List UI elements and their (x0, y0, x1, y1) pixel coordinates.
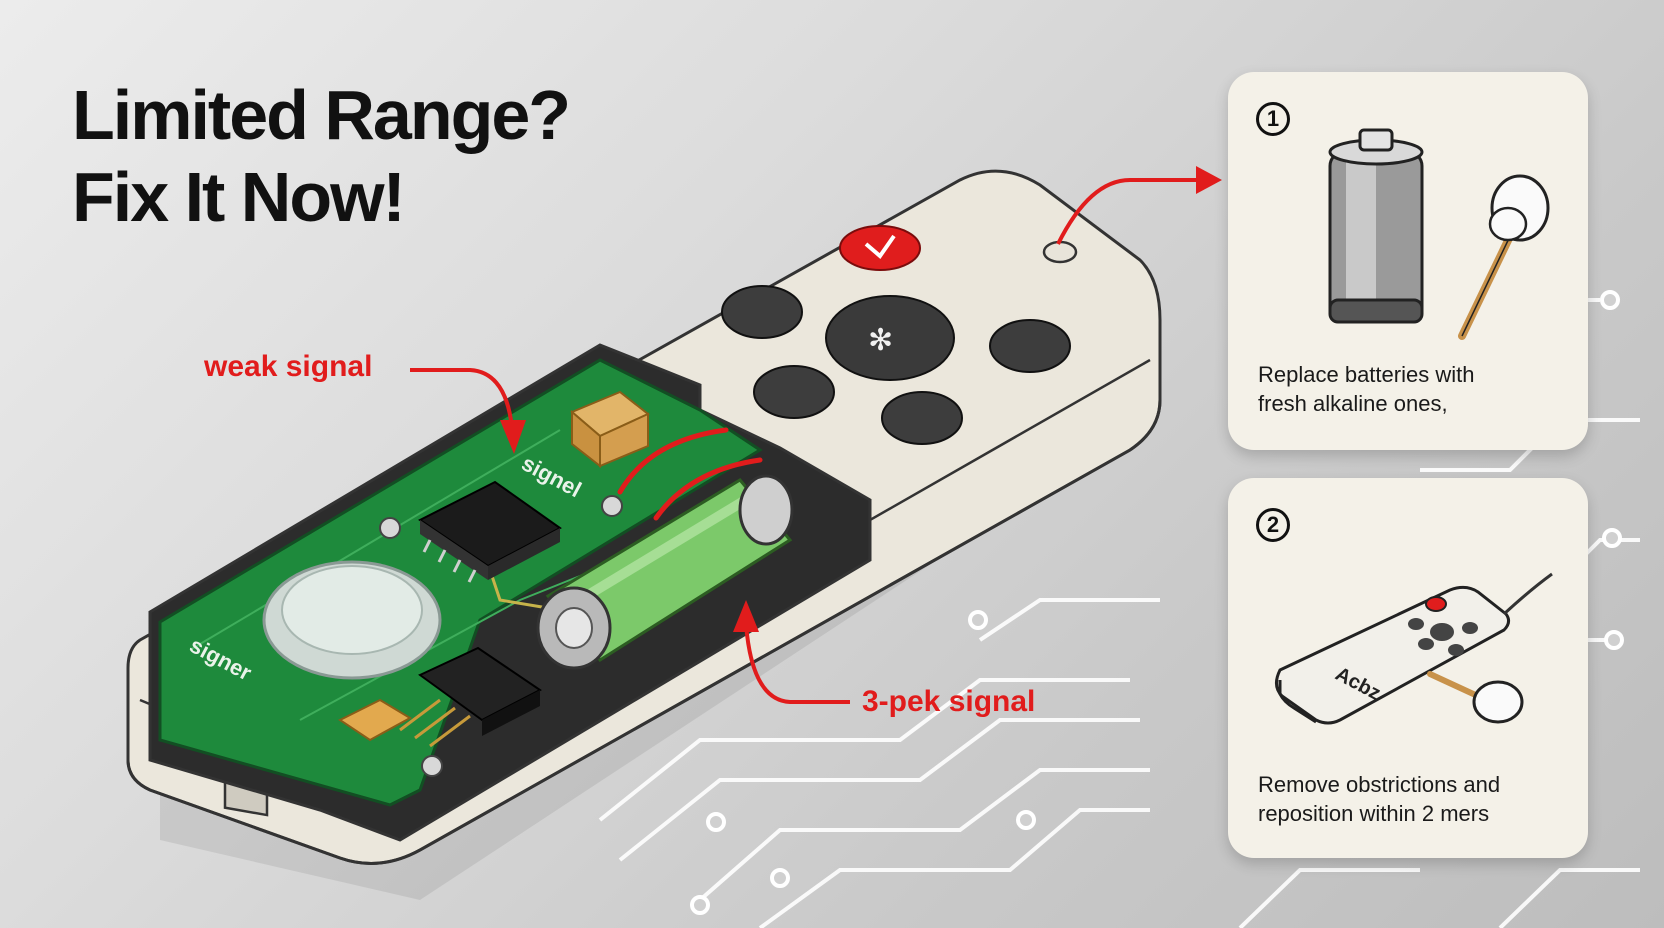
page-headline: Limited Range? Fix It Now! (72, 74, 571, 238)
step-card-1: 1 Replace batteries with fresh alkaline … (1228, 72, 1588, 450)
cotton-swab-icon (1458, 174, 1550, 340)
arrow-heads (500, 166, 1222, 632)
step-text-2-line-1: Remove obstrictions and (1258, 772, 1501, 797)
remote-icon: Acbz (1275, 572, 1553, 725)
step-text-1-line-2: fresh alkaline ones, (1258, 391, 1448, 416)
capacitor-block (570, 390, 650, 469)
step-number-2: 2 (1256, 508, 1290, 542)
ir-sensor (262, 560, 442, 680)
step-card-2: 2 Acbz Remove obstrictions and repositio… (1228, 478, 1588, 858)
battery-icon (1328, 128, 1424, 324)
callout-peak-signal: 3-pek signal (862, 685, 1036, 718)
headline-line-1: Limited Range? (72, 76, 571, 154)
step-text-2-line-2: reposition within 2 mers (1258, 801, 1490, 826)
pcb-board: signel signer (158, 358, 763, 807)
step-text-1-line-1: Replace batteries with (1258, 362, 1475, 387)
headline-line-2: Fix It Now! (72, 158, 406, 236)
remote-buttons: ✻ (721, 225, 1071, 445)
circuit-nodes (690, 290, 1624, 915)
svg-text:✻: ✻ (868, 323, 893, 358)
step-text-1: Replace batteries with fresh alkaline on… (1258, 360, 1558, 418)
step-number-1: 1 (1256, 102, 1290, 136)
callout-weak-signal: weak signal (204, 350, 373, 383)
transistor (338, 646, 542, 748)
battery-cell (536, 474, 794, 670)
annotation-arrows (410, 178, 1196, 704)
red-wires (617, 427, 763, 521)
microchip (418, 480, 562, 583)
step-text-2: Remove obstrictions and reposition withi… (1258, 770, 1558, 828)
